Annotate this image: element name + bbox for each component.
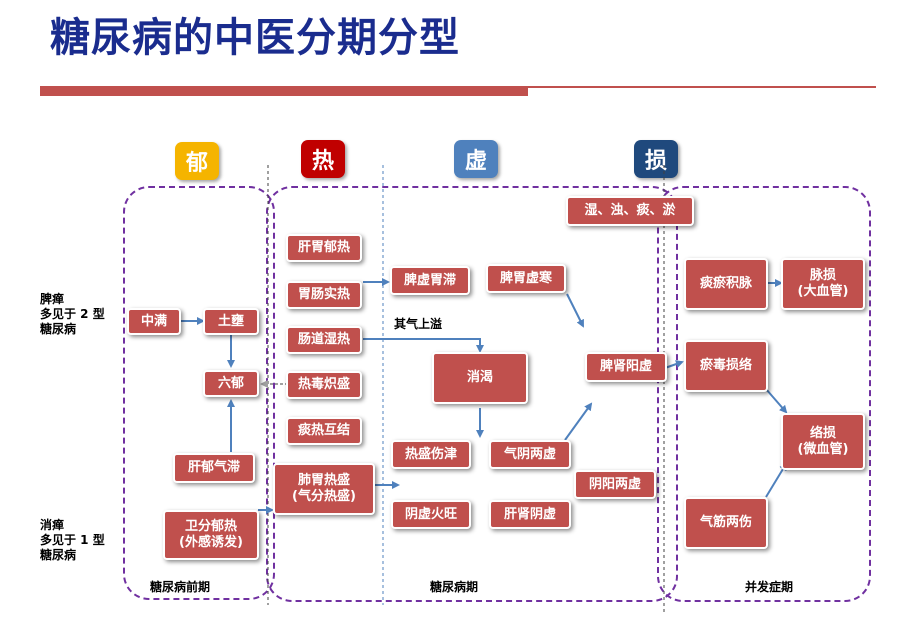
page-title: 糖尿病的中医分期分型 <box>50 15 460 61</box>
node-pi-xu-wei-zhi: 脾虚胃滞 <box>390 266 470 295</box>
flow-label: 其气上溢 <box>394 317 443 331</box>
complication-region <box>657 186 871 602</box>
node-gan-wei-yu-re: 肝胃郁热 <box>286 234 362 262</box>
node-shi-zhuo-tan-yu: 湿、浊、痰、淤 <box>566 196 694 226</box>
node-tuyong: 土壅 <box>203 308 259 335</box>
xiaodan-label: 消瘅 多见于 1 型 糖尿病 <box>40 518 105 562</box>
stage-badge-yu: 郁 <box>175 142 219 180</box>
title-underline-bar <box>40 86 528 96</box>
node-wei-chang-shi-re: 胃肠实热 <box>286 281 362 309</box>
node-weifen-yure: 卫分郁热 (外感诱发) <box>163 510 259 560</box>
node-mai-sun: 脉损 (大血管) <box>781 258 865 310</box>
node-zhongman: 中满 <box>127 308 181 335</box>
node-pi-shen-yang-xu: 脾肾阳虚 <box>585 352 667 382</box>
pidan-label: 脾瘅 多见于 2 型 糖尿病 <box>40 292 105 336</box>
node-tan-re-hu-jie: 痰热互结 <box>286 417 362 445</box>
complication-period-label: 并发症期 <box>745 580 794 594</box>
pre-diabetes-region <box>123 186 275 600</box>
node-re-du-chi-sheng: 热毒炽盛 <box>286 371 362 399</box>
node-xiao-ke: 消渴 <box>432 352 528 404</box>
diabetes-period-label: 糖尿病期 <box>430 580 479 594</box>
node-yu-du-sun-luo: 瘀毒损络 <box>684 340 768 392</box>
node-yin-xu-huo-wang: 阴虚火旺 <box>391 500 471 529</box>
title-underline-line <box>528 86 876 88</box>
stage-badge-sun: 损 <box>634 140 678 178</box>
stage-badge-xu: 虚 <box>454 140 498 178</box>
pre-diabetes-period-label: 糖尿病前期 <box>150 580 211 594</box>
stage-badge-re: 热 <box>301 140 345 178</box>
node-qi-yin-liang-xu: 气阴两虚 <box>489 440 571 469</box>
node-chang-dao-shi-re: 肠道湿热 <box>286 326 362 354</box>
node-qi-jin-liang-shang: 气筋两伤 <box>684 497 768 549</box>
node-tan-yu-ji-mai: 痰瘀积脉 <box>684 258 768 310</box>
node-gan-shen-yin-xu: 肝肾阴虚 <box>489 500 571 529</box>
node-luo-sun: 络损 (微血管) <box>781 413 865 470</box>
node-liuyu: 六郁 <box>203 370 259 397</box>
diabetes-region <box>266 186 678 602</box>
node-yin-yang-liang-xu: 阴阳两虚 <box>574 470 656 499</box>
node-re-sheng-shang-jin: 热盛伤津 <box>391 440 471 469</box>
node-fei-wei-re-sheng: 肺胃热盛 (气分热盛) <box>273 463 375 515</box>
node-ganyu-qizhi: 肝郁气滞 <box>173 453 255 483</box>
node-pi-wei-xu-han: 脾胃虚寒 <box>486 264 566 293</box>
